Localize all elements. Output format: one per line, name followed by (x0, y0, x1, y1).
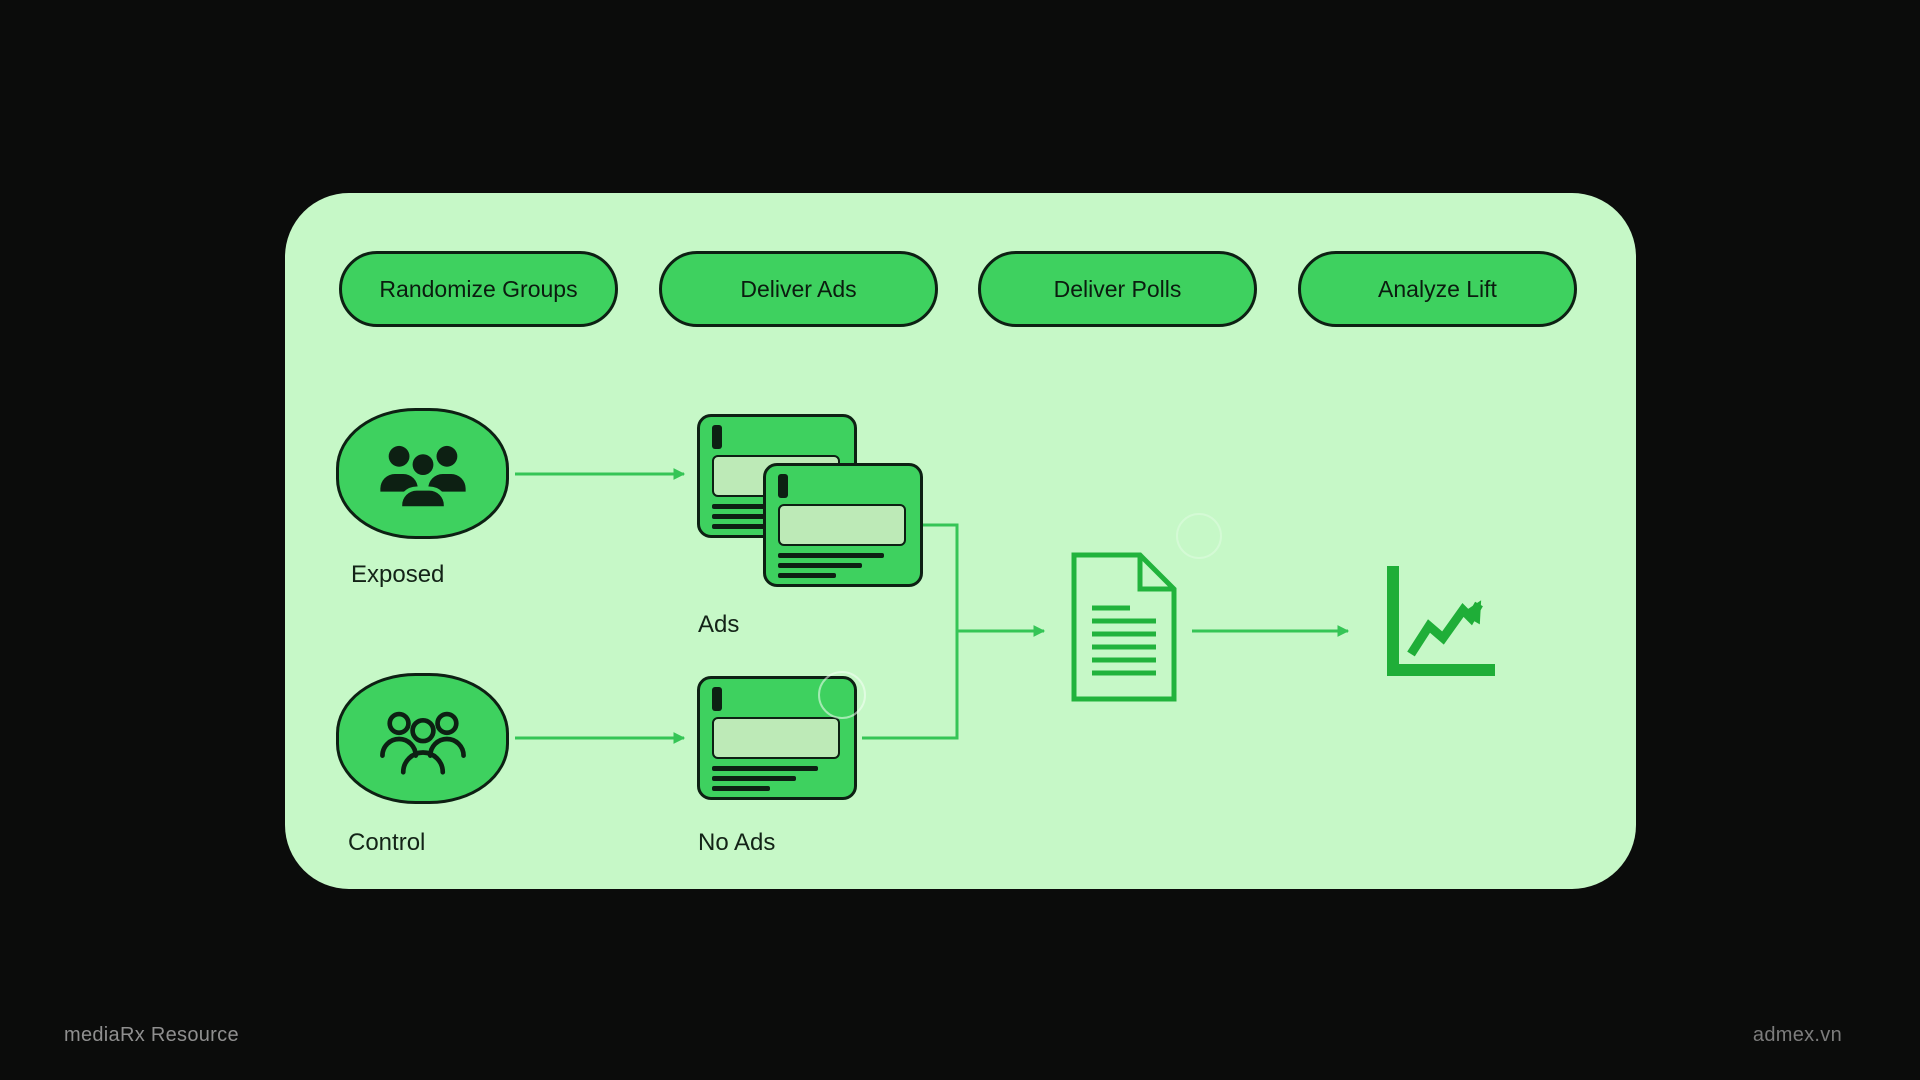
lift-chart-icon (1387, 566, 1495, 676)
step-pill-deliver-ads: Deliver Ads (659, 251, 938, 327)
people-outline-icon (379, 711, 466, 775)
card-tab-icon (712, 425, 722, 449)
step-pill-deliver-polls: Deliver Polls (978, 251, 1257, 327)
flow-panel: Randomize Groups Deliver Ads Deliver Pol… (285, 193, 1636, 889)
decorative-circle (1176, 513, 1222, 559)
no-ads-card (697, 676, 857, 800)
footer-site-text: admex.vn (1752, 1024, 1842, 1046)
step-label: Analyze Lift (1378, 275, 1497, 302)
ad-placement-area (778, 504, 906, 546)
step-pill-analyze-lift: Analyze Lift (1298, 251, 1577, 327)
people-filled-icon (379, 445, 466, 510)
card-text-lines (778, 553, 884, 578)
step-label: Deliver Ads (740, 275, 857, 302)
step-pill-randomize-groups: Randomize Groups (339, 251, 618, 327)
poll-document-icon (1071, 552, 1177, 702)
ads-card-front (763, 463, 923, 587)
step-label: Deliver Polls (1053, 275, 1182, 302)
treatment-no-ads-label: No Ads (698, 829, 776, 856)
footer-brand-text: mediaRx Resource (64, 1024, 239, 1046)
group-exposed (336, 408, 509, 539)
group-control-label: Control (348, 829, 426, 856)
card-tab-icon (778, 474, 788, 498)
ad-placement-area (712, 717, 840, 759)
card-tab-icon (712, 687, 722, 711)
decorative-circle (818, 671, 866, 719)
treatment-ads-label: Ads (698, 611, 740, 638)
card-text-lines (712, 766, 818, 791)
group-exposed-label: Exposed (351, 561, 445, 588)
group-control (336, 673, 509, 804)
step-label: Randomize Groups (379, 275, 578, 302)
